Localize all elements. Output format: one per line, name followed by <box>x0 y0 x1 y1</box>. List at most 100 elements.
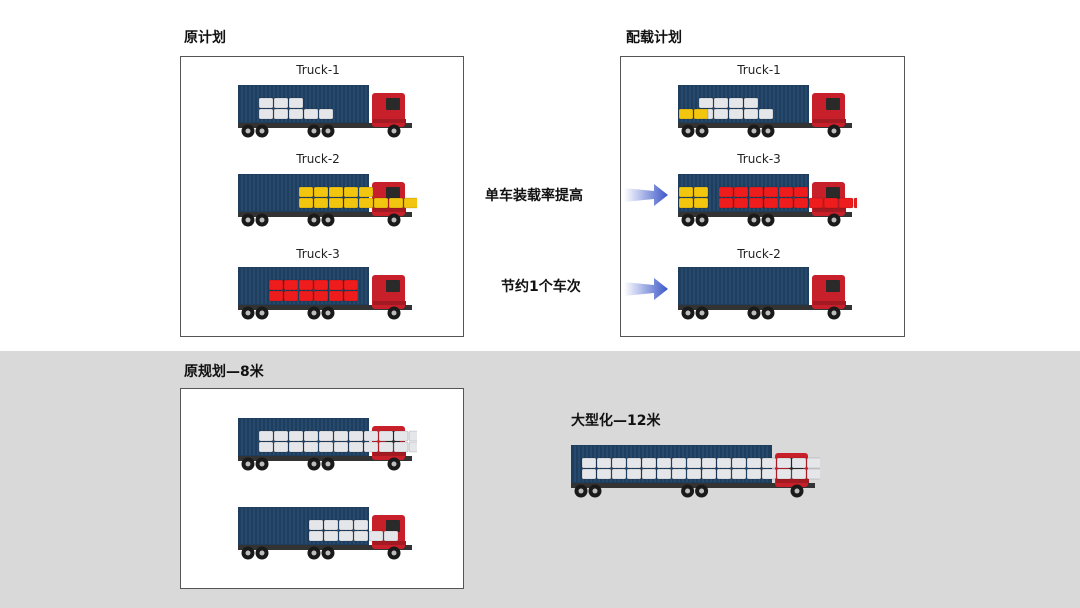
cargo-box <box>298 197 314 209</box>
cargo-box <box>728 97 744 109</box>
wheel-hub <box>578 488 584 494</box>
cargo-box <box>716 457 732 469</box>
cargo-box <box>743 108 759 120</box>
cab-window <box>386 280 400 292</box>
cargo-box <box>378 441 394 453</box>
wheel-hub <box>592 488 598 494</box>
wheel-hub <box>765 217 771 223</box>
cargo-box <box>693 197 709 209</box>
cargo-box <box>393 441 409 453</box>
wheel-hub <box>765 310 771 316</box>
wheel-hub <box>259 461 265 467</box>
cargo-box <box>373 197 389 209</box>
cargo-box <box>763 186 779 198</box>
cargo-box <box>596 457 612 469</box>
cargo-box <box>678 108 694 120</box>
cargo-box <box>288 430 304 442</box>
cargo-box <box>323 530 339 542</box>
cargo-box <box>283 290 299 302</box>
bumper <box>373 301 406 305</box>
cargo-box <box>378 430 394 442</box>
bumper <box>813 301 846 305</box>
cargo-box <box>258 108 274 120</box>
bumper <box>373 208 406 212</box>
cargo-box <box>328 197 344 209</box>
cargo-box <box>313 197 329 209</box>
cargo-box <box>853 197 857 209</box>
wheel-hub <box>325 217 331 223</box>
cargo-box <box>258 441 274 453</box>
wheel-hub <box>831 217 837 223</box>
wheel-hub <box>311 128 317 134</box>
wheel-hub <box>311 550 317 556</box>
wheel-hub <box>311 461 317 467</box>
cargo-box <box>761 457 777 469</box>
cargo-box <box>791 457 807 469</box>
cargo-box <box>363 441 379 453</box>
truck-illustration <box>678 85 852 138</box>
cab-window <box>386 98 400 110</box>
cargo-box <box>343 279 359 291</box>
cargo-box <box>353 519 369 531</box>
wheel-hub <box>765 128 771 134</box>
bottom-section-background <box>0 351 1080 608</box>
chassis <box>571 483 815 488</box>
cargo-box <box>701 457 717 469</box>
cargo-box <box>258 97 274 109</box>
arrow-right-icon <box>624 184 668 206</box>
cargo-box <box>746 457 762 469</box>
cargo-box <box>408 430 417 442</box>
cargo-box <box>686 468 702 480</box>
cargo-box <box>678 186 694 198</box>
wheel-hub <box>685 128 691 134</box>
cargo-box <box>716 468 732 480</box>
cargo-box <box>733 186 749 198</box>
cargo-box <box>626 457 642 469</box>
truck-illustration <box>571 445 820 498</box>
load-rate-note: 单车装载率提高 <box>485 188 583 204</box>
cargo-box <box>298 186 314 198</box>
wheel-hub <box>794 488 800 494</box>
cab-window <box>826 187 840 199</box>
cargo-box <box>298 290 314 302</box>
cargo-box <box>283 279 299 291</box>
cab-window <box>826 280 840 292</box>
cargo-box <box>746 468 762 480</box>
cargo-box <box>273 97 289 109</box>
truck-label: Truck-2 <box>296 152 340 166</box>
truck-illustration <box>238 507 412 560</box>
cargo-box <box>731 457 747 469</box>
cargo-box <box>313 290 329 302</box>
cargo-box <box>318 108 334 120</box>
truck-label: Truck-3 <box>296 247 340 261</box>
truck-illustration <box>238 418 417 471</box>
cargo-box <box>748 186 764 198</box>
truck-illustration <box>238 267 412 320</box>
cargo-box <box>273 108 289 120</box>
cargo-box <box>823 197 839 209</box>
cargo-box <box>358 186 374 198</box>
cargo-box <box>388 197 404 209</box>
cargo-box <box>328 279 344 291</box>
cargo-box <box>308 530 324 542</box>
cargo-box <box>731 468 747 480</box>
cab-window <box>386 187 400 199</box>
cargo-box <box>343 186 359 198</box>
cargo-box <box>338 519 354 531</box>
cargo-box <box>581 457 597 469</box>
wheel-hub <box>699 217 705 223</box>
large-12m-title: 大型化—12米 <box>571 413 661 429</box>
cargo-box <box>626 468 642 480</box>
cargo-box <box>718 197 734 209</box>
cargo-box <box>288 108 304 120</box>
wheel-hub <box>259 550 265 556</box>
cargo-box <box>713 108 729 120</box>
cargo-box <box>776 457 792 469</box>
cargo-box <box>778 186 794 198</box>
cargo-box <box>656 468 672 480</box>
wheel-hub <box>245 461 251 467</box>
wheel-hub <box>391 217 397 223</box>
cargo-box <box>733 197 749 209</box>
cargo-box <box>268 290 284 302</box>
cargo-box <box>343 290 359 302</box>
